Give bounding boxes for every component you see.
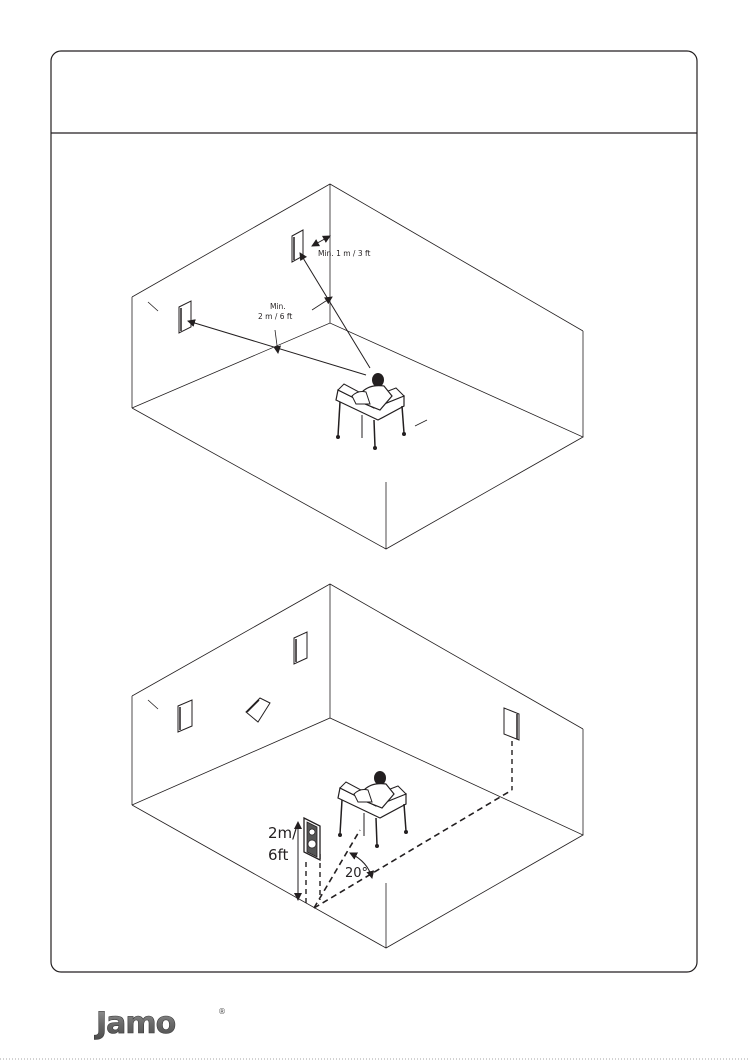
listener-on-sofa-top xyxy=(336,373,406,450)
label-min-2m-line2: 2 m / 6 ft xyxy=(258,312,292,321)
jamo-registered-mark: ® xyxy=(218,1007,226,1016)
diagram-bottom-room xyxy=(132,584,583,948)
label-height-line2: 6ft xyxy=(268,846,289,864)
dashed-floor-to-right xyxy=(314,790,512,908)
diagram-top-room xyxy=(132,184,583,549)
speaker-panel-back-top xyxy=(292,230,303,262)
label-angle: 20° xyxy=(345,866,368,881)
label-height-line1: 2m/ xyxy=(268,824,298,842)
jamo-logo: Jamo ® xyxy=(94,1006,226,1041)
leader-min-2m-a xyxy=(312,297,332,310)
label-min-1m: Min. 1 m / 3 ft xyxy=(318,249,370,258)
inwall-speaker-detailed xyxy=(304,818,320,860)
arrow-listener-to-back xyxy=(300,253,370,368)
jamo-logo-text: Jamo xyxy=(94,1006,176,1041)
speaker-panel-left-top xyxy=(179,301,191,333)
leader-min-2m-b xyxy=(275,330,278,353)
arrow-min-1m xyxy=(312,236,330,246)
page-frame xyxy=(51,51,697,972)
label-min-2m-line1: Min. xyxy=(270,302,286,311)
listener-on-sofa-bottom xyxy=(338,771,408,848)
